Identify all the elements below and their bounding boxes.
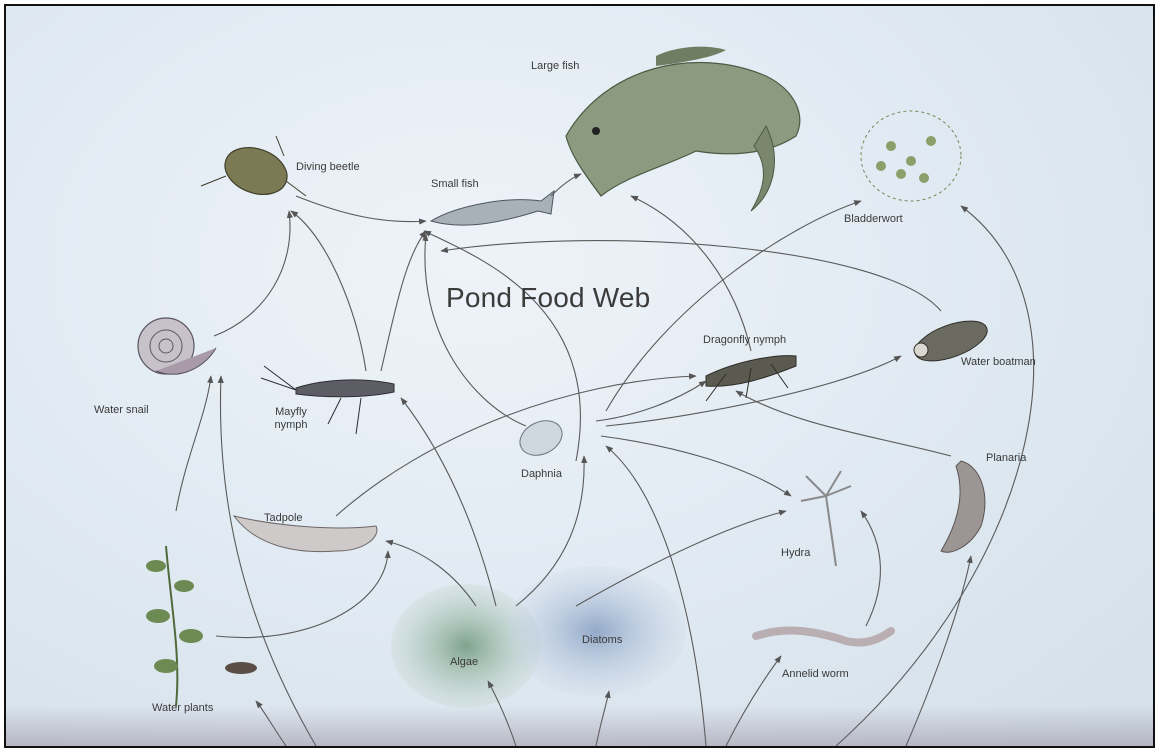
label-large-fish: Large fish [531, 60, 579, 73]
annelid-worm-illustration [756, 631, 891, 643]
water-plants-illustration [146, 546, 257, 706]
arrow-planaria-to-dragonfly [736, 391, 951, 456]
label-daphnia: Daphnia [521, 468, 562, 481]
label-diving-beetle: Diving beetle [296, 161, 360, 174]
diving-beetle-illustration [201, 136, 306, 203]
arrow-plants-to-tadpole [216, 551, 388, 638]
label-bladderwort: Bladderwort [844, 213, 903, 226]
water-snail-illustration [138, 318, 216, 374]
label-diatoms: Diatoms [582, 634, 622, 647]
arrow-daphnia-to-hydra [601, 436, 791, 496]
label-water-plants: Water plants [152, 702, 213, 715]
diagram-title: Pond Food Web [446, 282, 650, 314]
label-hydra: Hydra [781, 547, 810, 560]
label-water-snail: Water snail [94, 404, 149, 417]
label-annelid-worm: Annelid worm [782, 668, 849, 681]
arrow-beetle-to-small-fish [296, 196, 426, 222]
arrow-snail-to-beetle [214, 211, 290, 336]
arrow-bottom-to-bladderwort [836, 206, 1034, 746]
arrow-worm-to-hydra [861, 511, 880, 626]
arrow-bottom-to-planaria [906, 556, 971, 746]
label-planaria: Planaria [986, 452, 1026, 465]
food-web-diagram: Pond Food Web Large fish Diving beetle S… [4, 4, 1155, 748]
small-fish-illustration [431, 191, 554, 225]
label-mayfly-nymph: Mayfly nymph [266, 406, 316, 432]
arrow-plants-to-snail [176, 376, 211, 511]
diatoms-illustration [506, 566, 686, 696]
arrow-dragonfly-to-large-fish [631, 196, 751, 351]
arrow-bottom-to-water-plants [256, 701, 286, 746]
food-web-illustration [6, 6, 1155, 748]
large-fish-illustration [566, 47, 800, 211]
arrow-mayfly-to-beetle [291, 211, 366, 371]
planaria-illustration [941, 461, 985, 552]
arrow-tadpole-to-dragonfly [336, 376, 696, 516]
label-water-boatman: Water boatman [961, 356, 1036, 369]
arrow-algae-to-mayfly [401, 398, 496, 606]
arrow-bottom-to-diatoms [596, 691, 609, 746]
dragonfly-nymph-illustration [706, 356, 796, 401]
label-tadpole: Tadpole [264, 512, 303, 525]
label-small-fish: Small fish [431, 178, 479, 191]
arrow-small-fish-to-large-fish [551, 174, 581, 196]
tadpole-illustration [234, 516, 377, 552]
daphnia-illustration [514, 414, 567, 462]
arrow-mayfly-to-small-fish [381, 231, 426, 371]
label-dragonfly-nymph: Dragonfly nymph [703, 334, 786, 347]
arrow-bottom-to-annelid-worm [726, 656, 781, 746]
bladderwort-illustration [861, 111, 961, 201]
arrow-daphnia-to-small-fish [425, 234, 526, 426]
label-algae: Algae [450, 656, 478, 669]
